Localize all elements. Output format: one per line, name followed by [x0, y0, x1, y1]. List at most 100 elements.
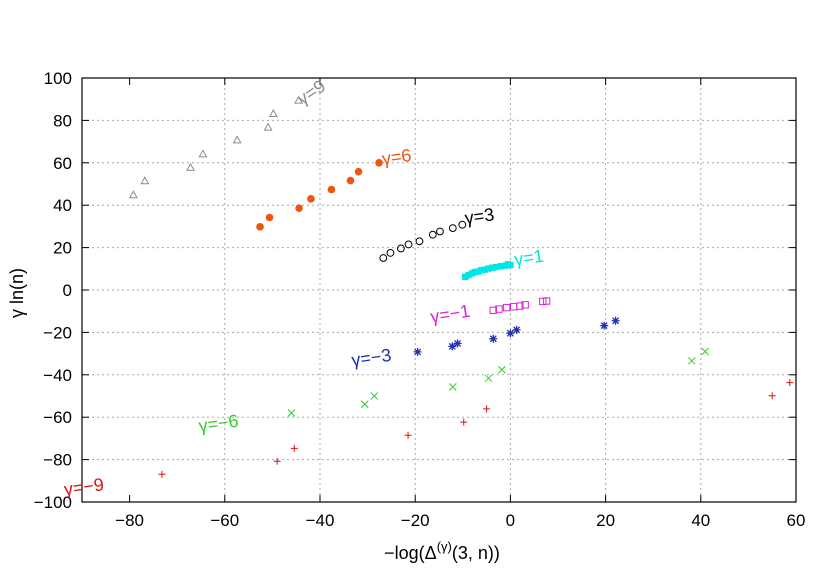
- data-point: [265, 213, 274, 222]
- data-point: [307, 195, 315, 203]
- series-annotation: γ=3: [463, 204, 495, 228]
- data-point: [397, 244, 405, 253]
- data-point: [542, 297, 551, 305]
- data-point: [273, 457, 281, 465]
- series-5: [413, 316, 620, 356]
- data-point: [461, 273, 469, 281]
- data-point: [268, 109, 278, 118]
- data-point: [471, 268, 478, 276]
- data-point: [294, 95, 304, 104]
- data-point: [404, 240, 413, 249]
- x-tick-label: −20: [401, 511, 430, 530]
- data-point: [611, 316, 620, 325]
- series-annotation: γ=1: [513, 246, 545, 270]
- data-point: [140, 176, 150, 185]
- data-point: [295, 204, 303, 212]
- x-tick-label: −40: [306, 511, 335, 530]
- data-point: [158, 470, 166, 478]
- data-point: [428, 230, 437, 239]
- x-tick-label: 60: [787, 511, 806, 530]
- data-points: [128, 95, 794, 478]
- series-4: [489, 297, 551, 315]
- x-axis-label: −log(Δ(γ)(3, n)): [384, 539, 500, 563]
- series-2: [379, 220, 467, 262]
- series-1: [256, 159, 383, 231]
- data-point: [489, 334, 498, 343]
- data-point: [483, 405, 491, 413]
- series-6: [287, 347, 709, 417]
- data-point: [256, 223, 264, 231]
- data-point: [198, 149, 208, 158]
- data-point: [506, 329, 515, 338]
- data-point: [497, 263, 505, 270]
- y-tick-label: −60: [43, 408, 72, 427]
- data-point: [458, 220, 467, 229]
- x-tick-label: −80: [115, 511, 144, 530]
- data-point: [600, 321, 609, 330]
- y-tick-label: −40: [43, 366, 72, 385]
- y-tick-label: −20: [43, 323, 72, 342]
- data-point: [404, 431, 412, 439]
- data-point: [484, 374, 493, 383]
- y-tick-label: 0: [63, 281, 72, 300]
- series-0: [128, 95, 304, 199]
- data-point: [360, 400, 369, 409]
- series-annotations: γ=9γ=6γ=3γ=1γ=−1γ=−3γ=−6γ=−9: [63, 76, 545, 500]
- data-point: [786, 379, 794, 387]
- data-point: [263, 122, 273, 131]
- y-tick-label: −80: [43, 451, 72, 470]
- data-point: [539, 297, 547, 306]
- data-point: [448, 383, 457, 391]
- data-point: [516, 302, 524, 310]
- data-point: [453, 339, 462, 348]
- data-point: [346, 176, 355, 185]
- y-axis-label: γ ln(n): [7, 268, 27, 318]
- series-annotation: γ=6: [381, 145, 413, 169]
- x-tick-label: 40: [691, 511, 710, 530]
- data-point: [436, 227, 444, 236]
- series-3: [461, 261, 514, 281]
- series-7: [158, 379, 794, 478]
- y-tick-label: 40: [53, 196, 72, 215]
- data-point: [379, 254, 388, 262]
- data-point: [495, 305, 503, 313]
- data-point: [512, 325, 521, 334]
- series-annotation: γ=9: [293, 76, 329, 109]
- data-point: [497, 365, 506, 374]
- data-point: [489, 306, 497, 315]
- data-point: [327, 185, 336, 194]
- data-point: [415, 237, 424, 246]
- data-point: [448, 224, 457, 232]
- y-tick-label: 100: [44, 69, 72, 88]
- data-point: [386, 249, 395, 257]
- data-point: [474, 268, 482, 275]
- series-annotation: γ=−1: [429, 301, 472, 327]
- data-point: [354, 167, 363, 176]
- data-point: [701, 347, 709, 356]
- data-point: [687, 356, 696, 365]
- series-annotation: γ=−3: [350, 345, 392, 370]
- data-point: [492, 263, 500, 271]
- data-point: [502, 303, 511, 312]
- data-point: [186, 162, 195, 171]
- data-point: [465, 271, 472, 279]
- data-point: [128, 190, 138, 199]
- data-point: [510, 303, 518, 311]
- data-point: [413, 347, 422, 356]
- y-tick-label: 80: [53, 111, 72, 130]
- data-point: [485, 265, 492, 272]
- y-tick-label: 20: [53, 239, 72, 258]
- x-tick-label: 20: [596, 511, 615, 530]
- data-point: [768, 392, 776, 400]
- data-point: [375, 159, 383, 167]
- data-point: [290, 444, 298, 452]
- series-annotation: γ=−9: [63, 474, 105, 499]
- data-point: [489, 264, 496, 271]
- data-point: [478, 267, 485, 274]
- data-point: [232, 135, 242, 144]
- data-point: [448, 342, 457, 351]
- data-point: [287, 409, 296, 417]
- x-tick-label: −60: [210, 511, 239, 530]
- data-point: [504, 261, 512, 268]
